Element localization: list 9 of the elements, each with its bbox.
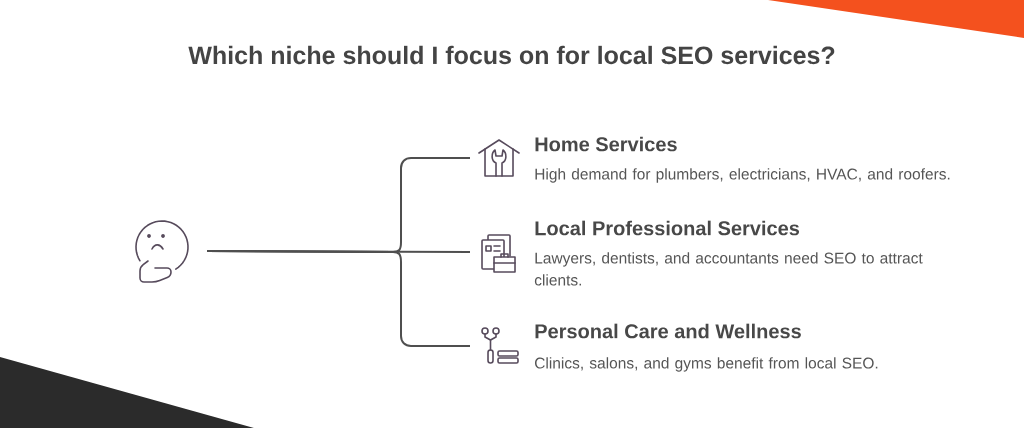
option-description: High demand for plumbers, electricians, HVAC, and roofers. — [535, 168, 950, 183]
connector-line — [206, 250, 471, 347]
title: Which niche should I focus on for local SEO services? — [188, 45, 835, 65]
thinking-face-icon — [135, 220, 189, 283]
option-description: Clinics, salons, and gyms benefit from local SEO. — [535, 357, 878, 372]
option-heading: Local Professional Services — [535, 220, 800, 236]
option-heading: Home Services — [535, 136, 677, 152]
option-description: Lawyers, dentists, and accountants need SEO to attract clients. — [534, 252, 923, 286]
option-heading: Personal Care and Wellness — [535, 323, 801, 339]
